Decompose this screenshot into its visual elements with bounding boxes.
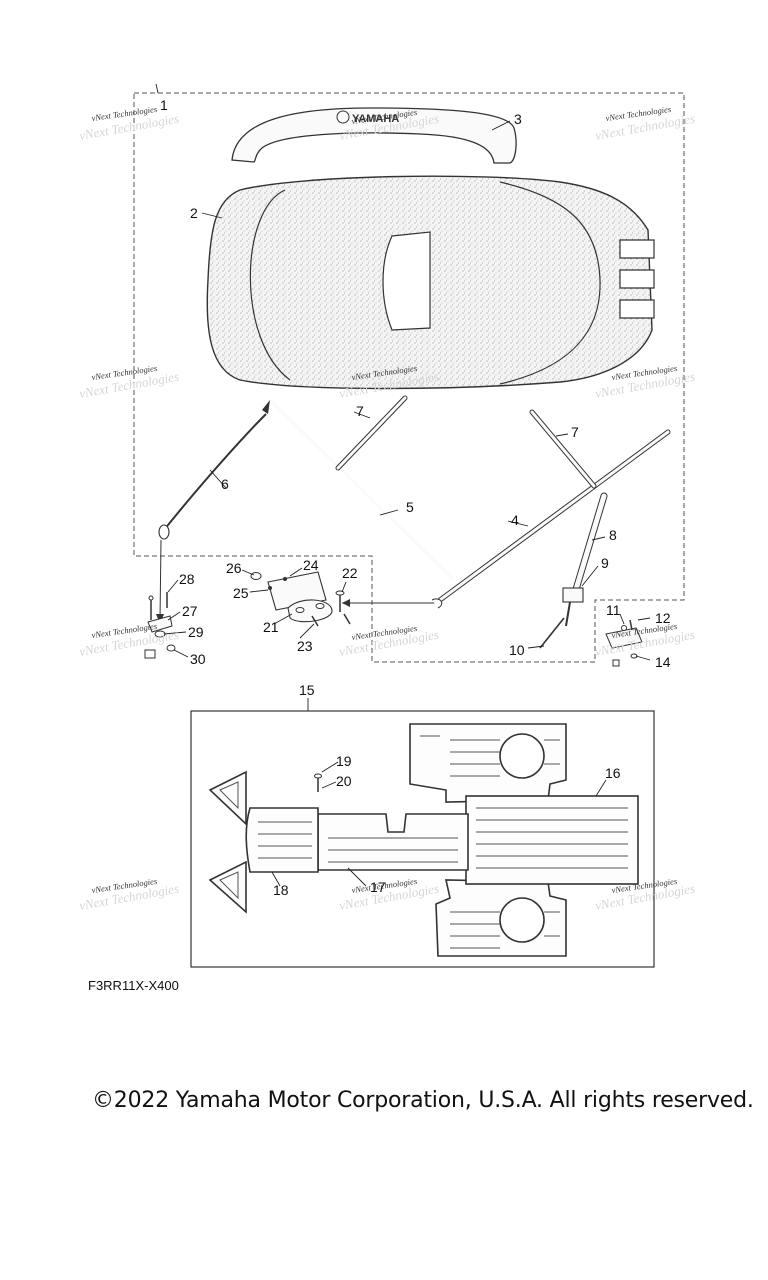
callout-24: 24 (303, 557, 319, 573)
cover-part (206, 175, 655, 390)
callout-19: 19 (336, 753, 352, 769)
copyright-notice: ©2022 Yamaha Motor Corporation, U.S.A. A… (92, 1088, 754, 1113)
callout-4: 4 (511, 512, 519, 528)
callout-15: 15 (299, 682, 315, 698)
callout-3: 3 (514, 111, 522, 127)
cover-kit-outline (133, 92, 685, 663)
callout-6: 6 (221, 476, 229, 492)
callout-28: 28 (179, 571, 195, 587)
callouts: 1 2 3 4 5 6 7 7 8 9 10 11 12 14 15 16 17… (160, 97, 671, 898)
hardware-mid (250, 571, 351, 627)
callout-16: 16 (605, 765, 621, 781)
callout-21: 21 (263, 619, 279, 635)
hardware-right (605, 619, 643, 667)
callout-22: 22 (342, 565, 358, 581)
callout-12: 12 (655, 610, 671, 626)
callout-7b: 7 (571, 424, 579, 440)
callout-26: 26 (226, 560, 242, 576)
callout-25: 25 (233, 585, 249, 601)
diagram-code: F3RR11X-X400 (88, 978, 179, 993)
callout-23: 23 (297, 638, 313, 654)
hardware-left (144, 592, 176, 659)
mat-kit-frame (190, 710, 655, 968)
callout-2: 2 (190, 205, 198, 221)
bimini-frame (156, 395, 671, 649)
callout-18: 18 (273, 882, 289, 898)
callout-8: 8 (609, 527, 617, 543)
callout-30: 30 (190, 651, 206, 667)
callout-1: 1 (160, 97, 168, 113)
callout-7a: 7 (356, 403, 364, 419)
bag-emblem: YAMAHA (352, 113, 399, 125)
callout-27: 27 (182, 603, 198, 619)
callout-9: 9 (601, 555, 609, 571)
bag-part: YAMAHA (231, 107, 517, 164)
leader-lines (155, 83, 651, 887)
callout-20: 20 (336, 773, 352, 789)
callout-14: 14 (655, 654, 671, 670)
callout-10: 10 (509, 642, 525, 658)
callout-17: 17 (370, 879, 386, 895)
callout-29: 29 (188, 624, 204, 640)
callout-5: 5 (406, 499, 414, 515)
mat-set (208, 723, 639, 957)
callout-11: 11 (606, 602, 621, 618)
